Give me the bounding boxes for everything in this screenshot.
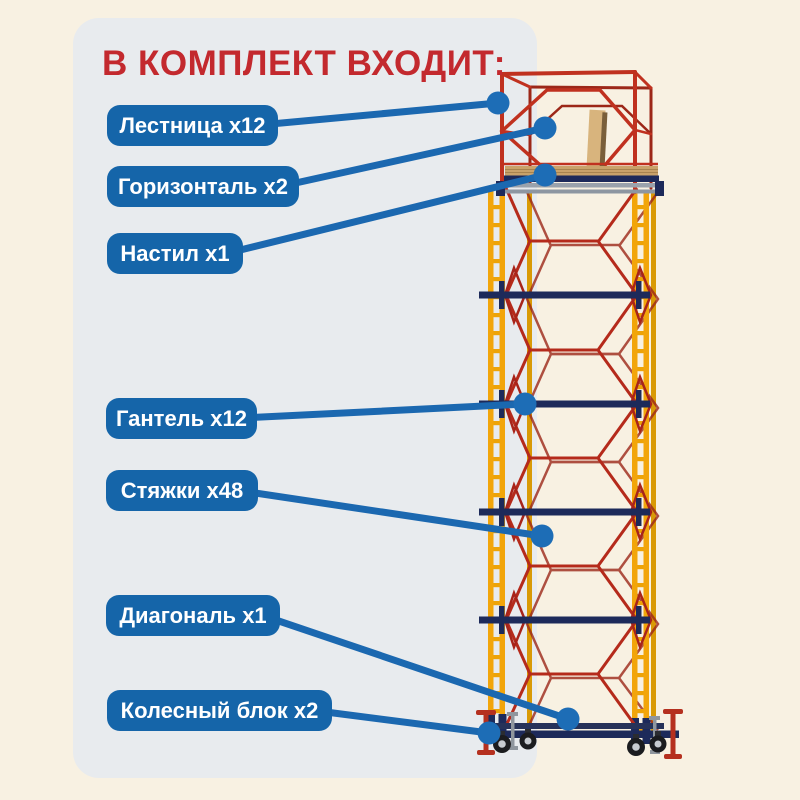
callout-dot — [486, 91, 510, 115]
callout-line — [260, 612, 572, 723]
callout-line — [238, 487, 546, 540]
page-title: В КОМПЛЕКТ ВХОДИТ: — [102, 44, 506, 83]
callout-dot — [477, 721, 501, 745]
callout-deck: Настил x1 — [107, 233, 243, 274]
callout-ladder: Лестница x12 — [107, 105, 278, 146]
callout-wheel-block: Колесный блок x2 — [107, 690, 332, 731]
callout-line — [314, 707, 493, 737]
tower-platform — [504, 162, 659, 182]
callout-dot — [556, 707, 580, 731]
callout-dumbbell: Гантель x12 — [106, 398, 257, 439]
callout-dot — [533, 163, 557, 187]
callout-line — [256, 99, 502, 129]
callout-line — [278, 124, 549, 190]
callout-line — [224, 171, 549, 257]
callout-line — [238, 400, 529, 422]
callout-diagonal: Диагональ x1 — [106, 595, 280, 636]
callout-dot — [530, 524, 554, 548]
callout-dot — [533, 116, 557, 140]
platform-plank — [586, 109, 608, 173]
callout-horizontal: Горизонталь x2 — [107, 166, 299, 207]
callout-dot — [513, 392, 537, 416]
callout-ties: Стяжки x48 — [106, 470, 258, 511]
